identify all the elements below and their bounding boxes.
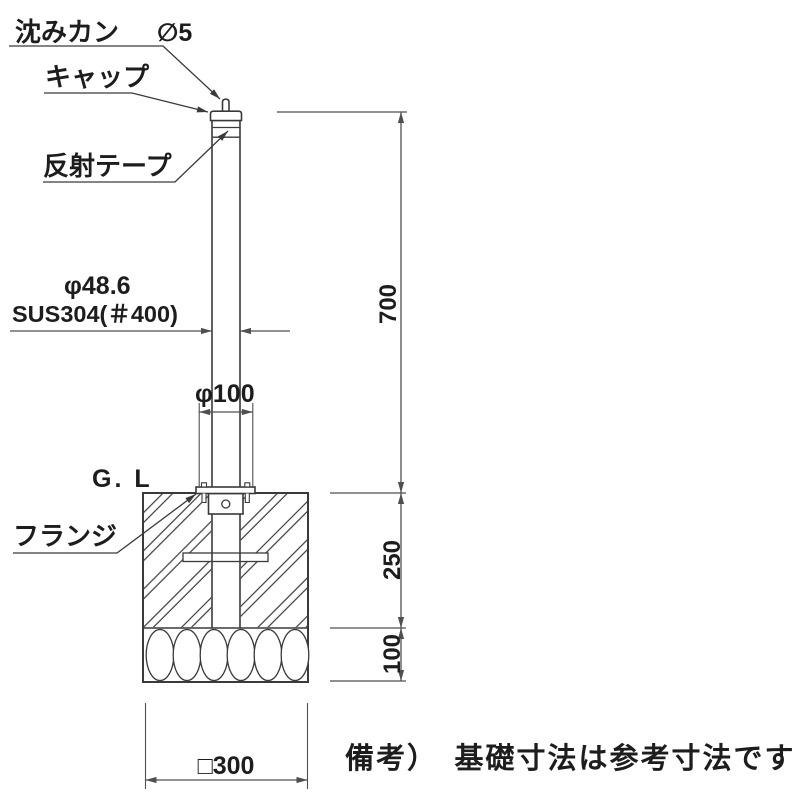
label-base-diameter: φ100 bbox=[195, 380, 255, 408]
dim-gravel-100: 100 bbox=[379, 634, 406, 674]
sleeve-socket bbox=[207, 492, 244, 515]
sunken-ring bbox=[221, 98, 230, 112]
label-pipe-material: SUS304(＃400) bbox=[12, 301, 178, 327]
leader-reflective-tape: 反射テープ bbox=[43, 130, 229, 183]
bollard-post bbox=[209, 98, 243, 494]
flange-plate bbox=[195, 486, 256, 495]
dimension-chain-right: 700 250 100 bbox=[277, 111, 407, 682]
leader-sunken-ring: 沈みカン ∅5 bbox=[9, 17, 221, 100]
post-below-ground bbox=[211, 493, 241, 628]
label-reflective-tape: 反射テープ bbox=[43, 151, 172, 181]
bolt-hole bbox=[221, 499, 231, 509]
flange-bolts bbox=[200, 482, 251, 504]
leader-cap: キャップ bbox=[44, 62, 209, 113]
label-ground-level: G. L bbox=[92, 465, 153, 493]
dim-foundation-width: □300 bbox=[198, 752, 255, 780]
anchor-plate bbox=[182, 552, 269, 563]
leader-flange: フランジ bbox=[13, 493, 197, 554]
foundation bbox=[142, 482, 310, 683]
gravel-stones bbox=[145, 628, 310, 682]
label-sunken-ring: 沈みカン bbox=[15, 17, 119, 47]
dimension-base-diameter: φ100 bbox=[195, 380, 255, 488]
post-cap bbox=[209, 110, 243, 122]
dim-height-700: 700 bbox=[375, 284, 402, 324]
label-cap: キャップ bbox=[45, 62, 150, 92]
dimension-pipe-diameter: φ48.6 SUS304(＃400) bbox=[10, 272, 290, 335]
note-text: 備考） 基礎寸法は参考寸法です bbox=[345, 741, 796, 775]
label-sunken-ring-diameter: ∅5 bbox=[157, 19, 192, 47]
reflective-tape-band bbox=[212, 126, 240, 138]
label-flange: フランジ bbox=[13, 521, 117, 551]
post-body bbox=[211, 119, 241, 494]
label-pipe-diameter: φ48.6 bbox=[64, 272, 131, 300]
dimension-foundation-width: □300 bbox=[144, 703, 309, 789]
dim-concrete-250: 250 bbox=[379, 540, 406, 580]
